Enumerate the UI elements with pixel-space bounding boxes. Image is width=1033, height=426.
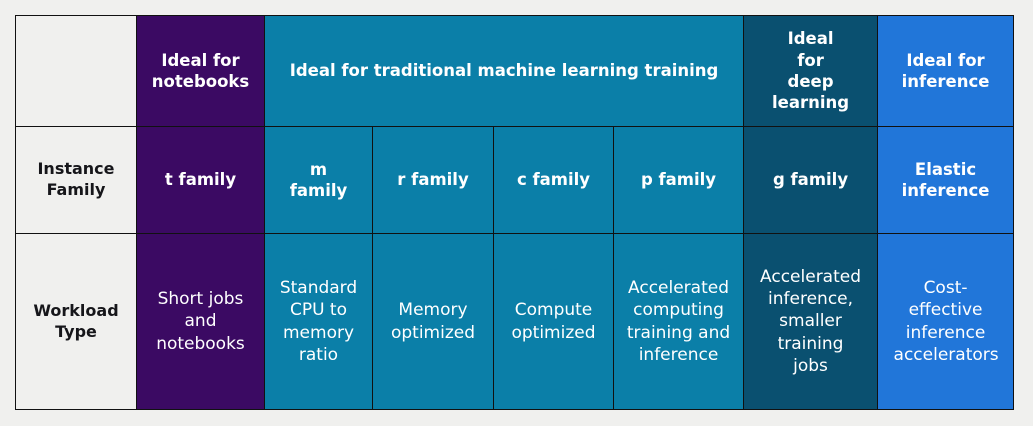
group-header-deep-learning: Ideal for deep learning — [743, 15, 879, 127]
workload-cell-t: Short jobs and notebooks — [136, 233, 265, 410]
group-header-deep-learning-label: Ideal for deep learning — [771, 29, 850, 113]
family-cell-c-label: c family — [516, 170, 591, 190]
group-header-traditional-ml: Ideal for traditional machine learning t… — [263, 15, 745, 127]
workload-cell-m: Standard CPU to memory ratio — [264, 233, 373, 410]
workload-cell-t-text: Short jobs and notebooks — [156, 289, 245, 354]
row-label-instance-family-text: Instance Family — [37, 159, 115, 199]
workload-cell-g-text: Accelerated inference, smaller training … — [760, 267, 862, 376]
table-corner-cell — [15, 15, 137, 127]
group-header-notebooks-label: Ideal for notebooks — [151, 50, 250, 91]
comparison-table: Ideal for notebooks Ideal for traditiona… — [15, 15, 1015, 410]
group-header-notebooks: Ideal for notebooks — [136, 15, 265, 127]
family-cell-m: m family — [264, 126, 373, 234]
family-cell-elastic-inference-label: Elastic inference — [901, 159, 990, 200]
workload-cell-p-text: Accelerated computing training and infer… — [626, 278, 731, 365]
family-cell-t: t family — [136, 126, 265, 234]
workload-cell-c-text: Compute optimized — [511, 300, 596, 343]
workload-cell-m-text: Standard CPU to memory ratio — [279, 278, 358, 365]
workload-cell-r-text: Memory optimized — [390, 300, 476, 343]
row-label-workload-type-text: Workload Type — [33, 300, 119, 341]
workload-cell-c: Compute optimized — [493, 233, 614, 410]
workload-cell-elastic-inference-text: Cost-effective inference accelerators — [893, 278, 999, 365]
workload-cell-p: Accelerated computing training and infer… — [612, 233, 745, 410]
workload-cell-elastic-inference: Cost-effective inference accelerators — [877, 233, 1015, 410]
family-cell-r: r family — [372, 126, 494, 234]
family-cell-r-label: r family — [397, 170, 469, 190]
family-cell-p-label: p family — [640, 170, 717, 190]
family-cell-t-label: t family — [164, 170, 237, 190]
family-cell-p: p family — [612, 126, 745, 234]
family-cell-g-label: g family — [772, 170, 849, 190]
row-label-instance-family: Instance Family — [15, 126, 137, 234]
workload-cell-g: Accelerated inference, smaller training … — [743, 233, 879, 410]
group-header-inference-label: Ideal for inference — [901, 50, 990, 91]
family-cell-elastic-inference: Elastic inference — [877, 126, 1015, 234]
family-cell-m-label: m family — [289, 159, 348, 200]
group-header-traditional-ml-label: Ideal for traditional machine learning t… — [289, 61, 719, 81]
group-header-inference: Ideal for inference — [877, 15, 1015, 127]
workload-type-row: Workload Type Short jobs and notebooks S… — [15, 233, 1015, 410]
instance-family-row: Instance Family t family m family r fami… — [15, 126, 1015, 234]
family-cell-g: g family — [743, 126, 879, 234]
row-label-workload-type: Workload Type — [15, 233, 137, 410]
instance-family-matrix: Ideal for notebooks Ideal for traditiona… — [15, 15, 1015, 410]
family-cell-c: c family — [493, 126, 614, 234]
workload-cell-r: Memory optimized — [372, 233, 494, 410]
group-header-row: Ideal for notebooks Ideal for traditiona… — [15, 15, 1015, 127]
